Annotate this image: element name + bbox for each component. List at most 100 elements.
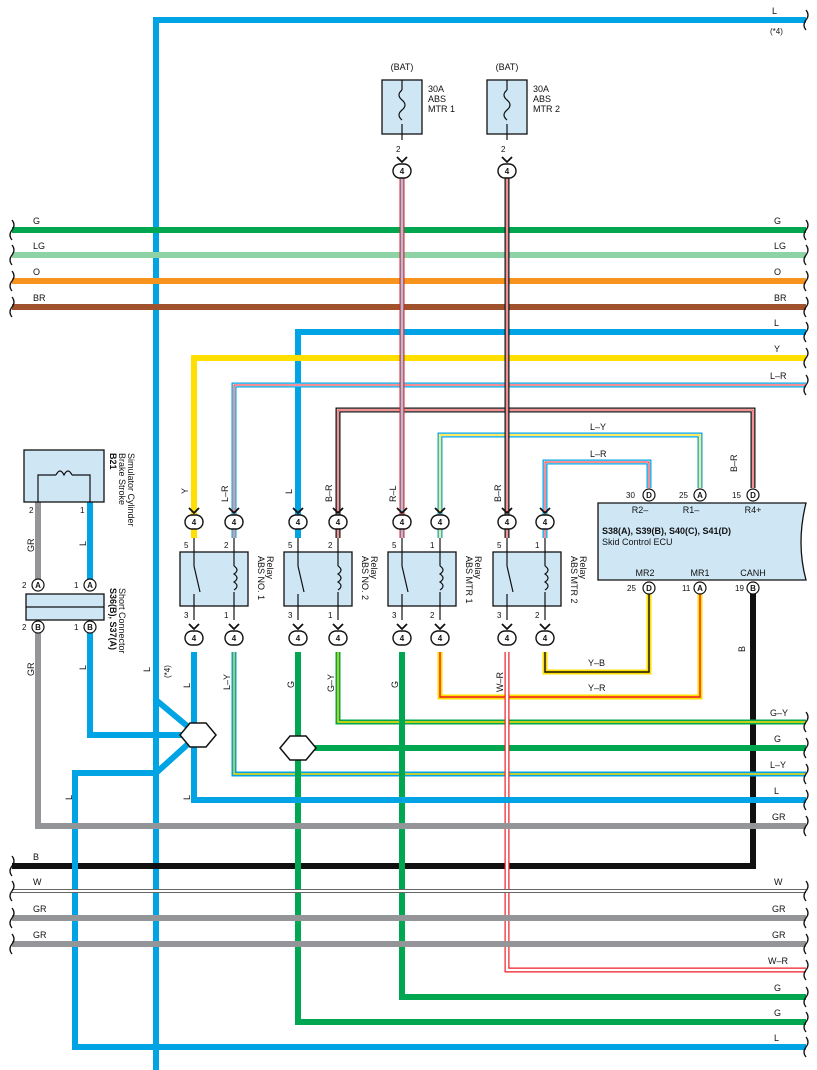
wire-wr-relay4: [504, 652, 806, 973]
svg-text:L–R: L–R: [590, 449, 607, 459]
svg-text:4: 4: [232, 634, 237, 643]
svg-text:2: 2: [501, 145, 506, 154]
svg-text:G: G: [774, 1008, 781, 1018]
break-mark: [9, 880, 15, 902]
break-mark: [803, 270, 809, 292]
svg-text:L: L: [772, 6, 777, 16]
break-mark: [803, 933, 809, 955]
break-mark: [803, 789, 809, 811]
svg-text:D: D: [750, 491, 756, 500]
break-mark: [803, 347, 809, 369]
svg-text:W: W: [774, 877, 783, 887]
svg-text:Relay: Relay: [473, 556, 483, 580]
svg-text:11: 11: [682, 584, 691, 593]
break-mark: [9, 907, 15, 929]
svg-text:L–R: L–R: [220, 485, 230, 502]
junction-g: [279, 735, 317, 761]
svg-text:B: B: [35, 623, 41, 632]
svg-text:ABS MTR 2: ABS MTR 2: [569, 556, 579, 604]
svg-text:MR2: MR2: [635, 568, 654, 578]
svg-text:1: 1: [224, 611, 229, 620]
svg-text:GR: GR: [26, 662, 36, 676]
break-mark: [803, 986, 809, 1008]
svg-text:Y: Y: [180, 488, 190, 494]
svg-text:W–R: W–R: [495, 672, 505, 693]
svg-text:Relay: Relay: [369, 556, 379, 580]
svg-text:Short Connector: Short Connector: [117, 588, 127, 654]
break-mark: [9, 933, 15, 955]
svg-text:G–Y: G–Y: [770, 708, 788, 718]
break-mark: [803, 244, 809, 266]
break-mark: [803, 907, 809, 929]
svg-text:R4+: R4+: [745, 505, 762, 515]
relay-abs-mtr2: 5 1 3 2 ABS MTR 2 Relay: [492, 538, 588, 620]
svg-text:4: 4: [505, 167, 510, 176]
svg-text:2: 2: [22, 581, 27, 590]
svg-text:25: 25: [679, 491, 688, 500]
svg-text:4: 4: [438, 634, 443, 643]
relay-abs-no1: 5 2 3 1 ABS NO. 1 Relay: [179, 538, 275, 620]
break-mark: [803, 880, 809, 902]
wire-gy-relay2: [335, 652, 806, 725]
connector-oval: 4: [392, 156, 412, 179]
svg-text:2: 2: [396, 145, 401, 154]
svg-text:5: 5: [184, 541, 189, 550]
connector-oval: 4: [535, 507, 555, 530]
connector-oval: 4: [497, 156, 517, 179]
wire-g-relay2: [295, 652, 806, 1025]
svg-text:15: 15: [732, 491, 741, 500]
short-connector: A A B B 2 1 2 1 S36(B), S37(A) Short Con…: [22, 578, 127, 654]
svg-text:G: G: [390, 681, 400, 688]
svg-text:19: 19: [735, 584, 744, 593]
svg-text:L: L: [774, 1033, 779, 1043]
svg-text:3: 3: [497, 611, 502, 620]
svg-text:B–R: B–R: [493, 484, 503, 502]
svg-text:Brake Stroke: Brake Stroke: [117, 453, 127, 505]
connector-oval: 4: [430, 507, 450, 530]
svg-text:L: L: [78, 541, 88, 546]
wire-yr-mr1: [437, 592, 703, 700]
svg-text:(*4): (*4): [163, 665, 172, 678]
svg-text:ABS NO. 1: ABS NO. 1: [256, 556, 266, 600]
svg-text:A: A: [35, 581, 41, 590]
svg-text:ABS: ABS: [428, 94, 446, 104]
wire-l-shortconn: [87, 627, 198, 738]
svg-text:B: B: [750, 584, 756, 593]
break-mark: [9, 855, 15, 877]
relay-abs-mtr1: 5 1 3 2 ABS MTR 1 Relay: [387, 538, 483, 620]
svg-text:ABS NO. 2: ABS NO. 2: [360, 556, 370, 600]
fuse-abs-mtr1: (BAT) 2 30A ABS MTR 1: [381, 62, 455, 154]
svg-text:4: 4: [336, 634, 341, 643]
connector-oval: 4: [497, 507, 517, 530]
svg-text:A: A: [697, 584, 703, 593]
svg-text:LG: LG: [774, 241, 786, 251]
svg-text:3: 3: [288, 611, 293, 620]
wire-l-relay1: [191, 652, 806, 803]
wire-b-canh: [12, 592, 756, 869]
svg-text:L: L: [64, 795, 74, 800]
connector-oval: 4: [328, 507, 348, 530]
svg-text:1: 1: [80, 506, 85, 515]
svg-text:2: 2: [430, 611, 435, 620]
break-mark: [9, 270, 15, 292]
break-mark: [803, 763, 809, 785]
svg-text:Y: Y: [774, 344, 780, 354]
ecu-pin-markers: D A D D A B: [642, 488, 760, 595]
svg-text:B–R: B–R: [729, 454, 739, 472]
svg-text:Relay: Relay: [265, 556, 275, 580]
svg-text:BR: BR: [33, 293, 46, 303]
svg-text:4: 4: [232, 518, 237, 527]
svg-text:GR: GR: [772, 812, 786, 822]
svg-text:3: 3: [184, 611, 189, 620]
connector-oval: 4: [184, 623, 204, 646]
connector-oval: 4: [288, 507, 308, 530]
svg-text:4: 4: [400, 167, 405, 176]
svg-text:L: L: [182, 795, 192, 800]
svg-text:25: 25: [627, 584, 636, 593]
svg-text:1: 1: [328, 611, 333, 620]
svg-text:2: 2: [224, 541, 229, 550]
svg-text:30: 30: [626, 491, 635, 500]
break-mark: [803, 1036, 809, 1058]
svg-text:Y–B: Y–B: [588, 658, 605, 668]
